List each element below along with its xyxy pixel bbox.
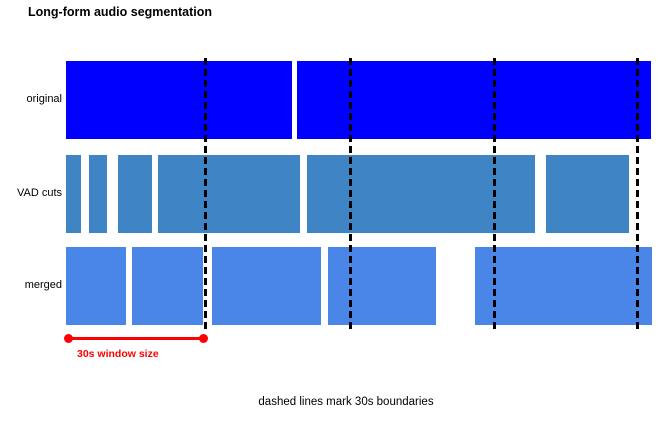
row-label: VAD cuts — [16, 187, 62, 199]
segment-bar — [307, 155, 535, 233]
segment-bar — [328, 247, 436, 325]
segment-bar — [118, 155, 152, 233]
segment-bar — [475, 247, 652, 325]
window-boundary-dashed-line — [636, 58, 639, 331]
segment-bar — [132, 247, 203, 325]
segment-bar — [66, 247, 126, 325]
row-label: original — [26, 93, 62, 105]
row-label: merged — [24, 279, 62, 291]
window-boundary-dashed-line — [204, 58, 207, 331]
window-size-label: 30s window size — [77, 348, 159, 360]
arrow-endpoint-right — [199, 334, 208, 343]
arrow-endpoint-left — [64, 334, 73, 343]
window-size-arrow — [64, 334, 208, 343]
window-boundary-dashed-line — [493, 58, 496, 331]
segment-bar — [546, 155, 629, 233]
segment-bar — [66, 61, 292, 139]
segment-bar — [158, 155, 300, 233]
segment-bar — [297, 61, 651, 139]
segment-bar — [212, 247, 321, 325]
segment-bar — [89, 155, 107, 233]
window-boundary-dashed-line — [349, 58, 352, 331]
figure-title: Long-form audio segmentation — [28, 5, 213, 19]
segment-bar — [66, 155, 81, 233]
axis-caption: dashed lines mark 30s boundaries — [258, 396, 434, 408]
